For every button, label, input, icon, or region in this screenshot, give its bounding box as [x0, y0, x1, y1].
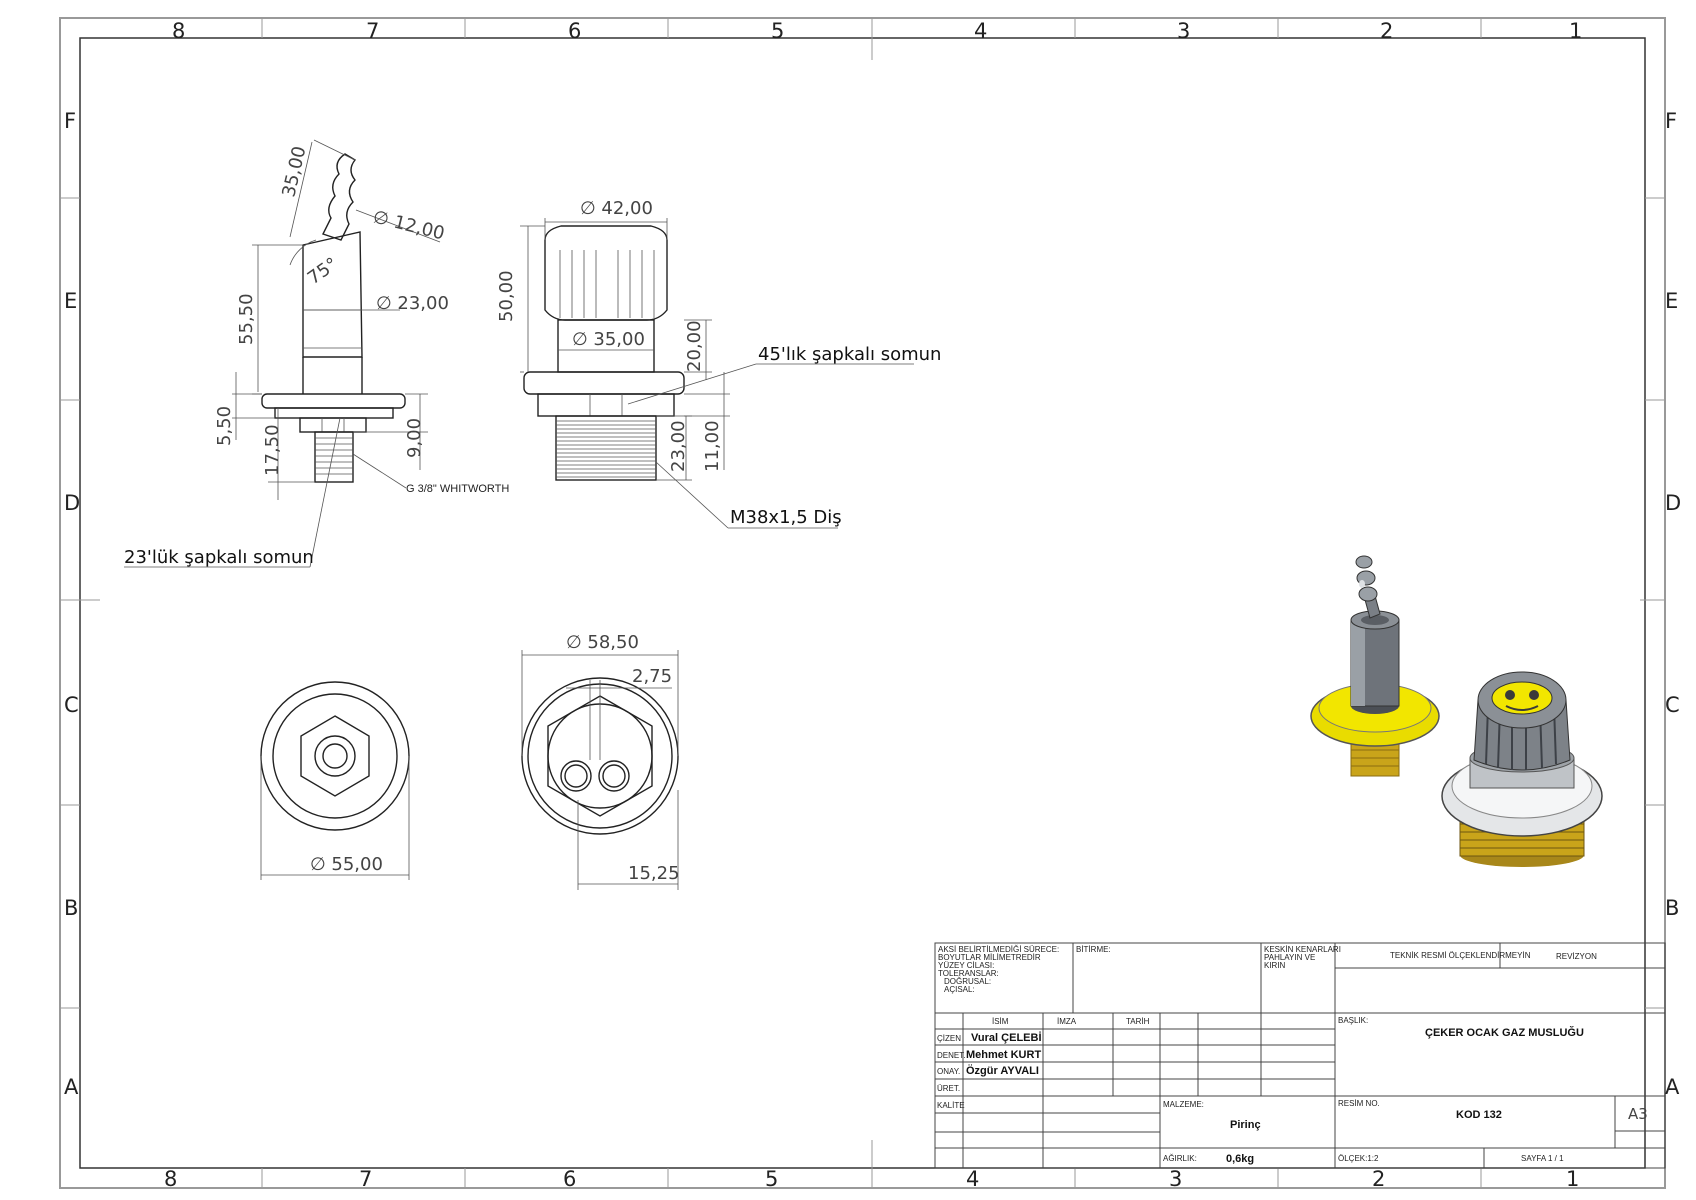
dim-2300: 23,00 — [668, 420, 689, 472]
row-label-d: D — [64, 491, 80, 515]
drawing-no-value: KOD 132 — [1456, 1109, 1502, 1121]
weight-value: 0,6kg — [1226, 1153, 1254, 1165]
inner-border — [79, 37, 1646, 1169]
title-label: BAŞLIK: — [1338, 1016, 1368, 1025]
note-23-cap-nut: 23'lük şapkalı somun — [124, 547, 314, 568]
row-label-c: C — [64, 693, 79, 717]
material-label: MALZEME: — [1163, 1100, 1204, 1109]
isometric-large-valve — [1441, 671, 1603, 867]
dim-5000: 50,00 — [496, 270, 517, 322]
row-label-b: B — [64, 896, 78, 920]
no-scale-note: TEKNİK RESMİ ÖLÇEKLENDİRMEYİN — [1390, 951, 1531, 960]
spec-line-3: YÜZEY CİLASI: — [938, 961, 994, 970]
drawing-title: ÇEKER OCAK GAZ MUSLUĞU — [1425, 1026, 1584, 1039]
col-label-6: 6 — [568, 19, 581, 43]
dim-5550: 55,50 — [236, 293, 257, 345]
edges-line-2: PAHLAYIN VE — [1264, 953, 1315, 962]
isometric-small-valve — [1310, 555, 1440, 777]
column-labels-bottom: 8 7 6 5 4 3 2 1 — [164, 1167, 1579, 1191]
spec-line-5: DOĞRUSAL: — [944, 977, 991, 986]
col-sign-header: İMZA — [1057, 1017, 1077, 1026]
outer-border — [59, 17, 1666, 1189]
col-label-7: 7 — [366, 19, 379, 43]
col-label-8: 8 — [172, 19, 185, 43]
dim-1100: 11,00 — [702, 420, 723, 472]
row-label-e-right: E — [1665, 289, 1678, 313]
role-drawn: ÇİZEN — [937, 1034, 961, 1043]
col-label-5: 5 — [771, 19, 784, 43]
dim-900: 9,00 — [404, 418, 425, 458]
dim-550: 5,50 — [214, 406, 235, 446]
paper-size: A3 — [1628, 1105, 1648, 1123]
side-view-large-valve: ∅ 42,00 50,00 ∅ 35,00 20,00 23,00 11,00 … — [496, 198, 941, 529]
top-view-large-valve: ∅ 58,50 2,75 15,25 — [521, 632, 680, 890]
note-45-cap-nut: 45'lık şapkalı somun — [758, 344, 941, 365]
role-approved: ONAY. — [937, 1067, 960, 1076]
role-quality: KALİTE — [937, 1101, 965, 1110]
dim-dia-23: ∅ 23,00 — [376, 293, 449, 314]
dim-angle-75: 75° — [304, 254, 342, 290]
row-label-a-right: A — [1665, 1075, 1680, 1099]
column-labels-top: 8 7 6 5 4 3 2 1 — [172, 19, 1582, 43]
col-label-5-bottom: 5 — [765, 1167, 778, 1191]
row-label-c-right: C — [1665, 693, 1680, 717]
person-drawn: Vural ÇELEBİ — [971, 1031, 1042, 1044]
spec-line-2: BOYUTLAR MİLİMETREDİR — [938, 953, 1041, 962]
row-label-f-right: F — [1665, 109, 1677, 133]
note-m38-thread: M38x1,5 Diş — [730, 507, 842, 528]
col-label-3: 3 — [1177, 19, 1190, 43]
col-label-6-bottom: 6 — [563, 1167, 576, 1191]
col-label-1-bottom: 1 — [1566, 1167, 1579, 1191]
scale-value: ÖLÇEK:1:2 — [1338, 1154, 1379, 1163]
row-labels-right: F E D C B A — [1665, 109, 1681, 1099]
dim-dia-55: ∅ 55,00 — [310, 854, 383, 875]
zone-ticks — [60, 18, 1665, 1188]
sheet-value: SAYFA 1 / 1 — [1521, 1154, 1564, 1163]
dim-dia-12: ∅ 12,00 — [371, 206, 447, 244]
spec-line-6: AÇISAL: — [944, 985, 975, 994]
col-label-4-bottom: 4 — [966, 1167, 979, 1191]
role-manufacturing: ÜRET. — [937, 1084, 960, 1093]
edges-line-3: KIRIN — [1264, 961, 1286, 970]
side-view-small-valve: 35,00 ∅ 12,00 75° ∅ 23,00 55,50 5,50 17,… — [124, 139, 509, 568]
edges-line-1: KESKİN KENARLARI — [1264, 945, 1341, 954]
col-label-7-bottom: 7 — [359, 1167, 372, 1191]
person-checked: Mehmet KURT — [966, 1049, 1041, 1061]
revision-label: REVİZYON — [1556, 952, 1597, 961]
top-view-small-valve: ∅ 55,00 — [260, 681, 410, 880]
col-label-2: 2 — [1380, 19, 1393, 43]
row-label-b-right: B — [1665, 896, 1679, 920]
drawing-no-label: RESİM NO. — [1338, 1099, 1380, 1108]
row-label-f: F — [64, 109, 76, 133]
dim-dia-35: ∅ 35,00 — [572, 329, 645, 350]
col-label-4: 4 — [974, 19, 987, 43]
dim-275: 2,75 — [632, 666, 672, 687]
note-g38-whitworth: G 3/8" WHITWORTH — [406, 483, 509, 495]
col-label-1: 1 — [1569, 19, 1582, 43]
col-name-header: İSİM — [992, 1017, 1009, 1026]
col-date-header: TARİH — [1126, 1017, 1150, 1026]
weight-label: AĞIRLIK: — [1163, 1154, 1197, 1163]
spec-line-4: TOLERANSLAR: — [938, 969, 999, 978]
finish-label: BİTİRME: — [1076, 945, 1111, 954]
col-label-8-bottom: 8 — [164, 1167, 177, 1191]
material-value: Pirinç — [1230, 1119, 1261, 1131]
dim-2000: 20,00 — [684, 320, 705, 372]
dim-dia-5850: ∅ 58,50 — [566, 632, 639, 653]
spec-line-1: AKSİ BELİRTİLMEDİĞİ SÜRECE: — [938, 945, 1059, 954]
row-label-a: A — [64, 1075, 79, 1099]
person-approved: Özgür AYVALI — [966, 1064, 1039, 1077]
col-label-2-bottom: 2 — [1372, 1167, 1385, 1191]
row-label-e: E — [64, 289, 77, 313]
dim-35: 35,00 — [278, 144, 310, 199]
title-block: AKSİ BELİRTİLMEDİĞİ SÜRECE: BOYUTLAR MİL… — [934, 942, 1666, 1169]
role-checked: DENET. — [937, 1051, 965, 1060]
dim-dia-42: ∅ 42,00 — [580, 198, 653, 219]
dim-1750: 17,50 — [262, 424, 283, 476]
dim-1525: 15,25 — [628, 863, 680, 884]
col-label-3-bottom: 3 — [1169, 1167, 1182, 1191]
row-label-d-right: D — [1665, 491, 1681, 515]
row-labels-left: F E D C B A — [64, 109, 80, 1099]
